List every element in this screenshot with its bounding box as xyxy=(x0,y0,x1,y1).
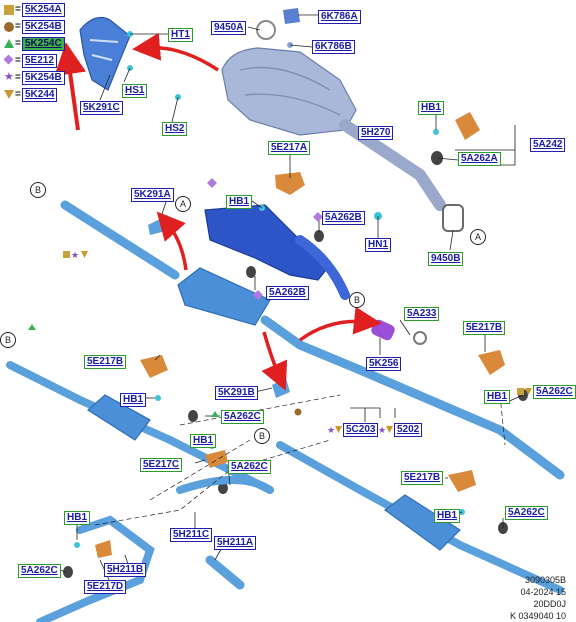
hanger-5a242 xyxy=(455,112,480,140)
label-hn1: HN1 xyxy=(365,238,392,252)
down-triangle-icon xyxy=(4,90,14,99)
legend-label-2: 5K254B xyxy=(22,20,65,34)
svg-text:★: ★ xyxy=(71,251,79,261)
clamp-5k256 xyxy=(371,319,395,341)
label-hb1-mid: HB1 xyxy=(226,195,253,209)
label-5a242: 5A242 xyxy=(530,138,566,152)
svg-text:★: ★ xyxy=(378,426,386,436)
label-5c203: 5C203 xyxy=(343,423,379,437)
label-5e217b-left: 5E217B xyxy=(84,355,127,369)
bracket-5e217b-left xyxy=(140,355,168,378)
heat-shield-5k291c xyxy=(79,17,131,91)
label-5e217a: 5E217A xyxy=(268,141,311,155)
star-icon: ★ xyxy=(4,71,14,83)
flange-9450b xyxy=(442,204,464,232)
pipe-5h211a xyxy=(205,555,245,590)
bracket-5e217a xyxy=(275,172,305,195)
label-hs2: HS2 xyxy=(162,122,188,136)
legend-label-6: 5K244 xyxy=(22,88,58,102)
label-ht1: HT1 xyxy=(168,28,193,42)
arrow-legend xyxy=(54,42,87,131)
arrow-5k291a xyxy=(156,211,188,271)
label-5a262b: 5A262B xyxy=(322,211,365,225)
isolator-5a262b-2 xyxy=(246,266,256,278)
catalytic-converter xyxy=(221,47,357,136)
label-5202: 5202 xyxy=(394,423,423,437)
bracket-5e217b-right xyxy=(478,350,505,375)
code-line-1: 3090305B xyxy=(524,575,566,585)
label-5k256: 5K256 xyxy=(366,357,402,371)
label-hb1-bottom-right: HB1 xyxy=(434,509,461,523)
label-5h211a: 5H211A xyxy=(214,536,257,550)
clamp-5k291b xyxy=(272,378,290,398)
label-5k291c: 5K291C xyxy=(80,101,123,115)
label-5a262c-bottom-left: 5A262C xyxy=(18,564,61,578)
legend-label-5: 5K254B xyxy=(22,71,65,85)
code-line-4: K 0349040 10 xyxy=(509,611,566,621)
label-5a262c-bottom-right: 5A262C xyxy=(505,506,548,520)
pipe-5h211c xyxy=(176,476,274,494)
gasket-9450a xyxy=(256,20,276,40)
label-hb1-top: HB1 xyxy=(418,101,445,115)
connector-b-1: B xyxy=(30,182,46,198)
label-hb1-bottom-left: HB1 xyxy=(64,511,91,525)
legend-label-4: 5E212 xyxy=(22,54,57,68)
downpipe-5h270 xyxy=(339,119,446,211)
center-muffler xyxy=(177,267,271,326)
legend-label-3: 5K254C xyxy=(22,37,65,51)
bracket-5e217b-bottom xyxy=(448,470,476,492)
label-5k291b: 5K291B xyxy=(215,386,258,400)
label-5h211c: 5H211C xyxy=(170,528,213,542)
code-line-2: 04-2024 15 xyxy=(520,587,566,597)
label-5e217b-bottom: 5E217B xyxy=(401,471,444,485)
label-5a262b-2: 5A262B xyxy=(266,286,309,300)
label-5a262c-right: 5A262C xyxy=(533,385,576,399)
label-5a262a: 5A262A xyxy=(458,152,501,166)
arrow-heatshield xyxy=(132,32,219,72)
svg-text:★: ★ xyxy=(327,426,335,436)
label-5e217b-right: 5E217B xyxy=(463,321,506,335)
label-5e217c: 5E217C xyxy=(140,458,183,472)
connector-a-1: A xyxy=(175,196,191,212)
left-muffler xyxy=(87,394,151,441)
triangle-icon xyxy=(4,39,14,48)
clamp-5a233 xyxy=(413,331,427,345)
label-5h270: 5H270 xyxy=(358,126,394,140)
connector-b-4: B xyxy=(254,428,270,444)
label-hb1-center: HB1 xyxy=(190,434,217,448)
label-5k291a: 5K291A xyxy=(131,188,174,202)
label-5h211b: 5H211B xyxy=(104,563,147,577)
label-hb1-right: HB1 xyxy=(484,390,511,404)
isolator-5a262b xyxy=(314,230,324,242)
label-5a233: 5A233 xyxy=(404,307,440,321)
legend-label-1: 5K254A xyxy=(22,3,65,17)
connector-b-3: B xyxy=(0,332,16,348)
label-5a262c-center: 5A262C xyxy=(228,460,271,474)
label-9450b: 9450B xyxy=(428,252,464,266)
label-6k786b: 6K786B xyxy=(312,40,355,54)
code-line-3: 20DD0J xyxy=(533,599,566,609)
arrow-5k256 xyxy=(298,306,382,342)
particulate-filter xyxy=(204,204,331,281)
bracket-6k786a xyxy=(283,8,300,24)
arrow-5k291b xyxy=(261,331,288,391)
label-hb1-left: HB1 xyxy=(120,393,147,407)
connector-a-2: A xyxy=(470,229,486,245)
connector-b-2: B xyxy=(349,292,365,308)
label-hs1: HS1 xyxy=(122,84,148,98)
label-5a262c-left: 5A262C xyxy=(221,410,264,424)
main-pipe xyxy=(60,200,180,280)
label-5e217d: 5E217D xyxy=(84,580,127,594)
square-icon xyxy=(4,5,14,15)
label-9450a: 9450A xyxy=(211,21,247,35)
right-muffler xyxy=(383,494,461,551)
circle-icon xyxy=(4,22,14,32)
label-6k786a: 6K786A xyxy=(318,10,361,24)
